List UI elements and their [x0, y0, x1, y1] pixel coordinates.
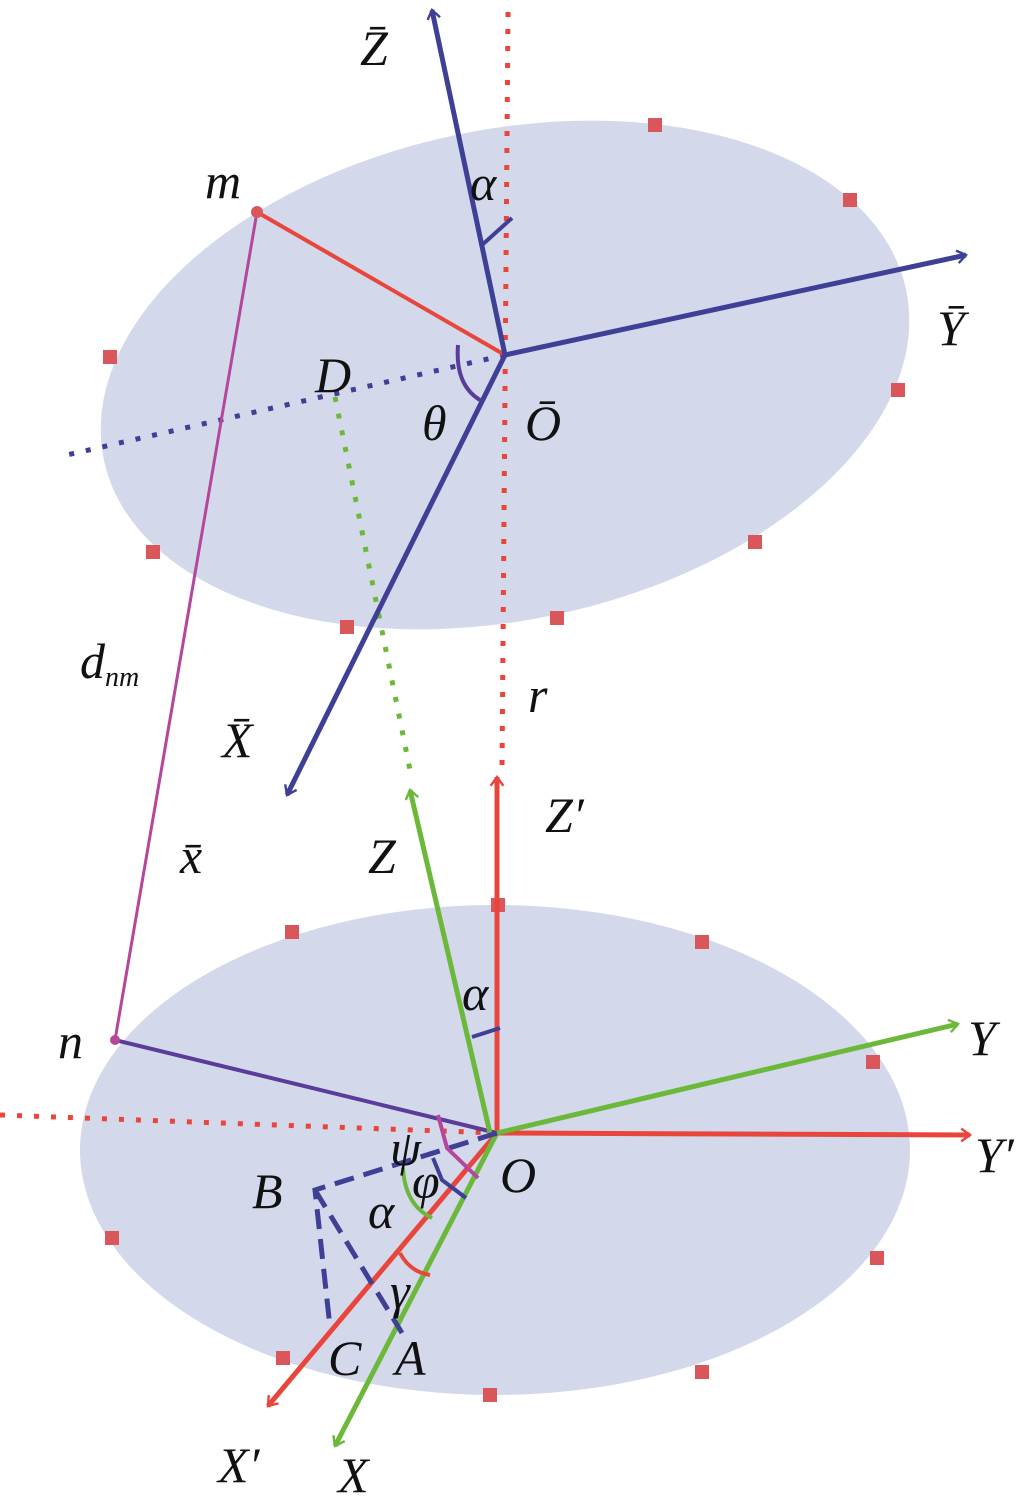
- label-y-bar: Ȳ: [937, 300, 970, 356]
- top-disk: [100, 120, 910, 630]
- bottom-disk: [80, 905, 910, 1395]
- label-x-bar-axis: X̄: [220, 712, 255, 768]
- vertical-dotted-r: [499, 11, 511, 771]
- label-n: n: [58, 1013, 83, 1069]
- label-alpha-top: α: [470, 155, 498, 211]
- n-to-o: [114, 1038, 498, 1135]
- dashed-ob: [312, 1130, 498, 1335]
- label-z-bar: Z̄: [360, 20, 389, 76]
- label-o-bar: Ō: [525, 395, 561, 451]
- label-alpha-low: α: [368, 1183, 396, 1239]
- label-y-prime: Y′: [975, 1127, 1015, 1183]
- label-D: D: [314, 347, 351, 403]
- dnm-line: [113, 211, 259, 1041]
- y-prime-axis: [496, 1127, 973, 1143]
- green-dotted-line: [332, 396, 413, 771]
- point-m: [251, 206, 263, 218]
- z-bar-axis: [426, 8, 508, 356]
- y-axis: [496, 1018, 960, 1136]
- y-bar-axis: [504, 249, 968, 358]
- label-x: X: [336, 1447, 371, 1496]
- x-prime-axis: [266, 1131, 499, 1408]
- x-bar-axis: [283, 353, 508, 797]
- label-B: B: [252, 1163, 283, 1219]
- label-m: m: [205, 153, 241, 209]
- label-d-subscript: nm: [105, 662, 139, 693]
- bottom-disk-markers: [105, 898, 884, 1402]
- alpha-arc-low: [401, 1167, 433, 1220]
- label-C: C: [328, 1330, 362, 1386]
- psi-arc: [436, 1114, 480, 1180]
- label-dnm: dnm: [80, 633, 139, 693]
- phi-arc: [431, 1157, 468, 1200]
- label-phi: φ: [412, 1153, 440, 1209]
- x-axis: [332, 1131, 500, 1448]
- m-to-o-bar: [256, 210, 506, 357]
- theta-arc: [455, 344, 482, 402]
- alpha-arc-mid: [471, 1026, 501, 1039]
- top-disk-markers: [103, 118, 905, 634]
- label-o: O: [500, 1147, 536, 1203]
- label-psi: ψ: [390, 1120, 422, 1176]
- label-r: r: [528, 667, 548, 723]
- label-theta: θ: [422, 395, 447, 451]
- z-axis: [404, 788, 493, 1134]
- point-n: [110, 1035, 120, 1045]
- label-x-bar: x̄: [179, 828, 202, 884]
- label-alpha-mid: α: [462, 965, 490, 1021]
- label-x-prime: X′: [216, 1437, 261, 1493]
- label-gamma: γ: [390, 1263, 411, 1319]
- label-A: A: [392, 1330, 426, 1386]
- alpha-arc-top: [480, 216, 514, 247]
- label-y: Y: [968, 1010, 1001, 1066]
- gamma-arc: [398, 1252, 431, 1277]
- label-z: Z: [368, 828, 397, 884]
- label-z-prime: Z′: [545, 787, 585, 843]
- label-d: d: [80, 633, 106, 689]
